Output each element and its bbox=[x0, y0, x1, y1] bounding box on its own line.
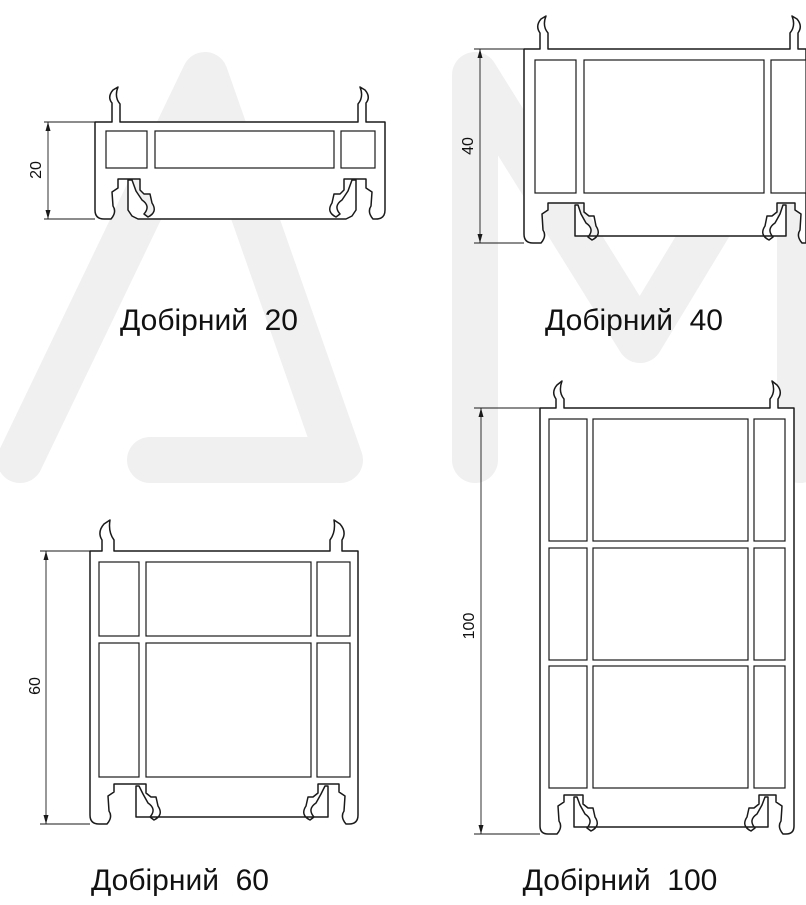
profile-100-cell-r2-center bbox=[592, 547, 749, 661]
profile-60-cell-top-center bbox=[145, 561, 312, 637]
profile-60-caption: Добірний 60 bbox=[91, 864, 269, 897]
profile-20-cell-right bbox=[340, 130, 376, 169]
profile-60: 60 Добірний 60 bbox=[27, 519, 359, 897]
profile-20-cell-left bbox=[105, 130, 148, 169]
profile-20: 20 Добірний 20 bbox=[28, 86, 386, 337]
profile-100-cell-r1-right bbox=[753, 418, 786, 542]
profile-20-cell-center bbox=[154, 130, 335, 169]
profile-60-arrow-bottom bbox=[43, 815, 49, 824]
profile-60-cell-top-left bbox=[98, 561, 140, 637]
profile-100-arrow-bottom bbox=[478, 825, 484, 834]
profile-40-arrow-bottom bbox=[477, 234, 483, 243]
profile-100-dimension: 100 bbox=[461, 613, 478, 640]
profile-100-cell-r1-center bbox=[592, 418, 749, 542]
profile-100-cell-r3-center bbox=[592, 665, 749, 789]
profile-60-cell-top-right bbox=[316, 561, 351, 637]
profile-20-caption: Добірний 20 bbox=[120, 304, 298, 337]
profile-40: 40 Добірний 40 bbox=[460, 15, 806, 337]
profile-60-cell-bottom-center bbox=[145, 642, 312, 778]
profile-40-caption: Добірний 40 bbox=[545, 304, 723, 337]
profile-20-dimension: 20 bbox=[28, 161, 45, 179]
profile-40-cell-left bbox=[534, 59, 577, 194]
profile-100-cell-r2-left bbox=[548, 547, 588, 661]
profile-100: 100 Добірний 100 bbox=[461, 380, 795, 897]
profile-40-dimension: 40 bbox=[460, 137, 477, 155]
profile-40-arrow-top bbox=[477, 49, 483, 58]
profile-40-cell-right bbox=[770, 59, 806, 194]
profile-60-dimension: 60 bbox=[27, 677, 44, 695]
profile-20-arrow-bottom bbox=[45, 210, 51, 219]
profile-40-cell-center bbox=[583, 59, 765, 194]
profile-100-cell-r2-right bbox=[753, 547, 786, 661]
watermark-triangle bbox=[0, 52, 363, 483]
profile-60-cell-bottom-right bbox=[316, 642, 351, 778]
profile-60-arrow-top bbox=[43, 551, 49, 560]
profile-20-arrow-top bbox=[45, 122, 51, 131]
profile-100-caption: Добірний 100 bbox=[523, 864, 718, 897]
profile-100-cell-r3-right bbox=[753, 665, 786, 789]
profile-100-cell-r3-left bbox=[548, 665, 588, 789]
profile-60-cell-bottom-left bbox=[98, 642, 140, 778]
profile-100-arrow-top bbox=[478, 408, 484, 417]
profile-100-cell-r1-left bbox=[548, 418, 588, 542]
